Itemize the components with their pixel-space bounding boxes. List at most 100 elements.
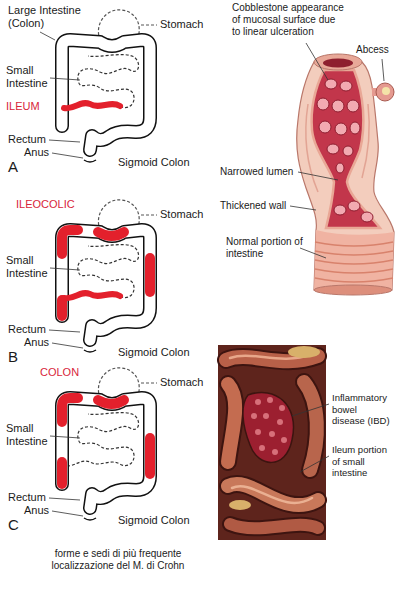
nodule: [263, 413, 269, 419]
photo-ground: [218, 345, 326, 540]
nodule: [255, 399, 261, 405]
nodule: [277, 419, 283, 425]
bowel-loop: [228, 384, 235, 462]
leader-line: [298, 172, 338, 180]
leader-line: [40, 32, 55, 40]
bowel-loops: [226, 354, 318, 528]
abscess: [376, 83, 394, 101]
leader-line: [292, 404, 329, 416]
site-label: ILEOCOLIC: [16, 198, 75, 211]
inflamed-texture: [251, 397, 287, 455]
organ-label: Stomach: [160, 208, 203, 221]
bowel-loop: [230, 524, 318, 528]
lesion-patch: [98, 232, 124, 236]
cobblestones: [317, 79, 373, 222]
ulcerated-mucosa: [312, 70, 380, 228]
callout-label: Narrowed lumen: [220, 166, 293, 178]
mesenteric-fat: [229, 500, 251, 510]
cobblestone: [334, 205, 346, 215]
mucosal-fold: [315, 260, 393, 264]
intestine-section: [290, 43, 394, 295]
site-label: ILEUM: [6, 100, 40, 113]
cobblestone: [347, 100, 359, 112]
lesion-patch: [62, 398, 78, 422]
callout-label: Thickened wall: [220, 200, 286, 212]
colon-diagram: [49, 200, 157, 352]
leader-line: [306, 43, 328, 80]
cobblestone: [325, 79, 337, 89]
organ-label: Stomach: [160, 376, 203, 389]
bowel-loop: [228, 384, 235, 462]
lesion-patch: [145, 258, 155, 292]
lesion-patch: [62, 230, 78, 254]
cobblestone: [319, 121, 331, 133]
nodule: [272, 449, 278, 455]
intestine-end: [314, 285, 392, 295]
organ-label: Stomach: [160, 18, 203, 31]
nodule: [255, 429, 261, 435]
cobblestone: [343, 146, 353, 156]
lumen-opening: [323, 59, 353, 68]
panel-letter: C: [8, 516, 19, 533]
organ-label: Sigmoid Colon: [118, 514, 190, 527]
organ-label: Rectum: [8, 133, 46, 146]
organ-label: Small Intestine: [6, 422, 61, 448]
nodule: [251, 413, 257, 419]
nodule: [259, 445, 265, 451]
leader-line: [290, 206, 316, 210]
bowel-loop: [304, 382, 317, 470]
abscess-core: [382, 87, 390, 95]
callout-label: Abcess: [356, 44, 389, 56]
normal-intestine: [314, 230, 394, 290]
nodule: [279, 405, 285, 411]
cobblestone: [340, 81, 352, 91]
bowel-photo: [218, 345, 329, 540]
colon-diagram: [49, 368, 157, 520]
cobblestone: [327, 144, 339, 154]
bowel-loop: [230, 524, 318, 528]
lesion-patch: [64, 293, 120, 298]
leader-line: [300, 456, 329, 472]
inflamed-ileum: [243, 392, 294, 462]
nodule: [267, 397, 273, 403]
mucosal-fold: [315, 269, 393, 273]
leader-line: [300, 248, 326, 258]
organ-label: Small Intestine: [6, 254, 61, 280]
mesenteric-fat: [288, 346, 320, 358]
colon-diagram: [49, 10, 157, 162]
cobblestone: [336, 163, 344, 173]
lesion-patch: [57, 300, 67, 316]
organ-label: Sigmoid Colon: [118, 346, 190, 359]
colon-diagram: [40, 10, 157, 162]
cobblestone: [332, 100, 344, 112]
callout-label: Ileum portion of small intestine: [332, 444, 391, 479]
leader-lines: [290, 43, 384, 258]
organ-label: Rectum: [8, 491, 46, 504]
mucosal-fold: [315, 242, 393, 246]
callout-label: Cobblestone appearance of mucosal surfac…: [232, 2, 345, 38]
leader-lines: [292, 404, 329, 472]
organ-label: Sigmoid Colon: [118, 156, 190, 169]
bowel-loop: [304, 382, 317, 470]
callout-label: Inflammatory bowel disease (IBD): [332, 392, 391, 427]
lesion-patch: [145, 438, 155, 474]
cobblestone: [361, 212, 373, 222]
organ-label: Anus: [24, 146, 49, 159]
site-label: COLON: [40, 366, 79, 379]
panel-letter: A: [8, 158, 18, 175]
cut-end: [314, 54, 362, 70]
mucosal-fold: [315, 278, 393, 282]
nodule: [281, 437, 287, 443]
organ-label: Large Intestine (Colon): [8, 4, 90, 30]
cobblestone: [335, 123, 347, 135]
colon-diagram: [49, 200, 157, 352]
cobblestone: [317, 98, 329, 110]
panel-letter: B: [8, 348, 18, 365]
organ-label: Small Intestine: [6, 64, 61, 90]
leader-line: [382, 59, 384, 81]
cobblestone: [350, 122, 360, 134]
